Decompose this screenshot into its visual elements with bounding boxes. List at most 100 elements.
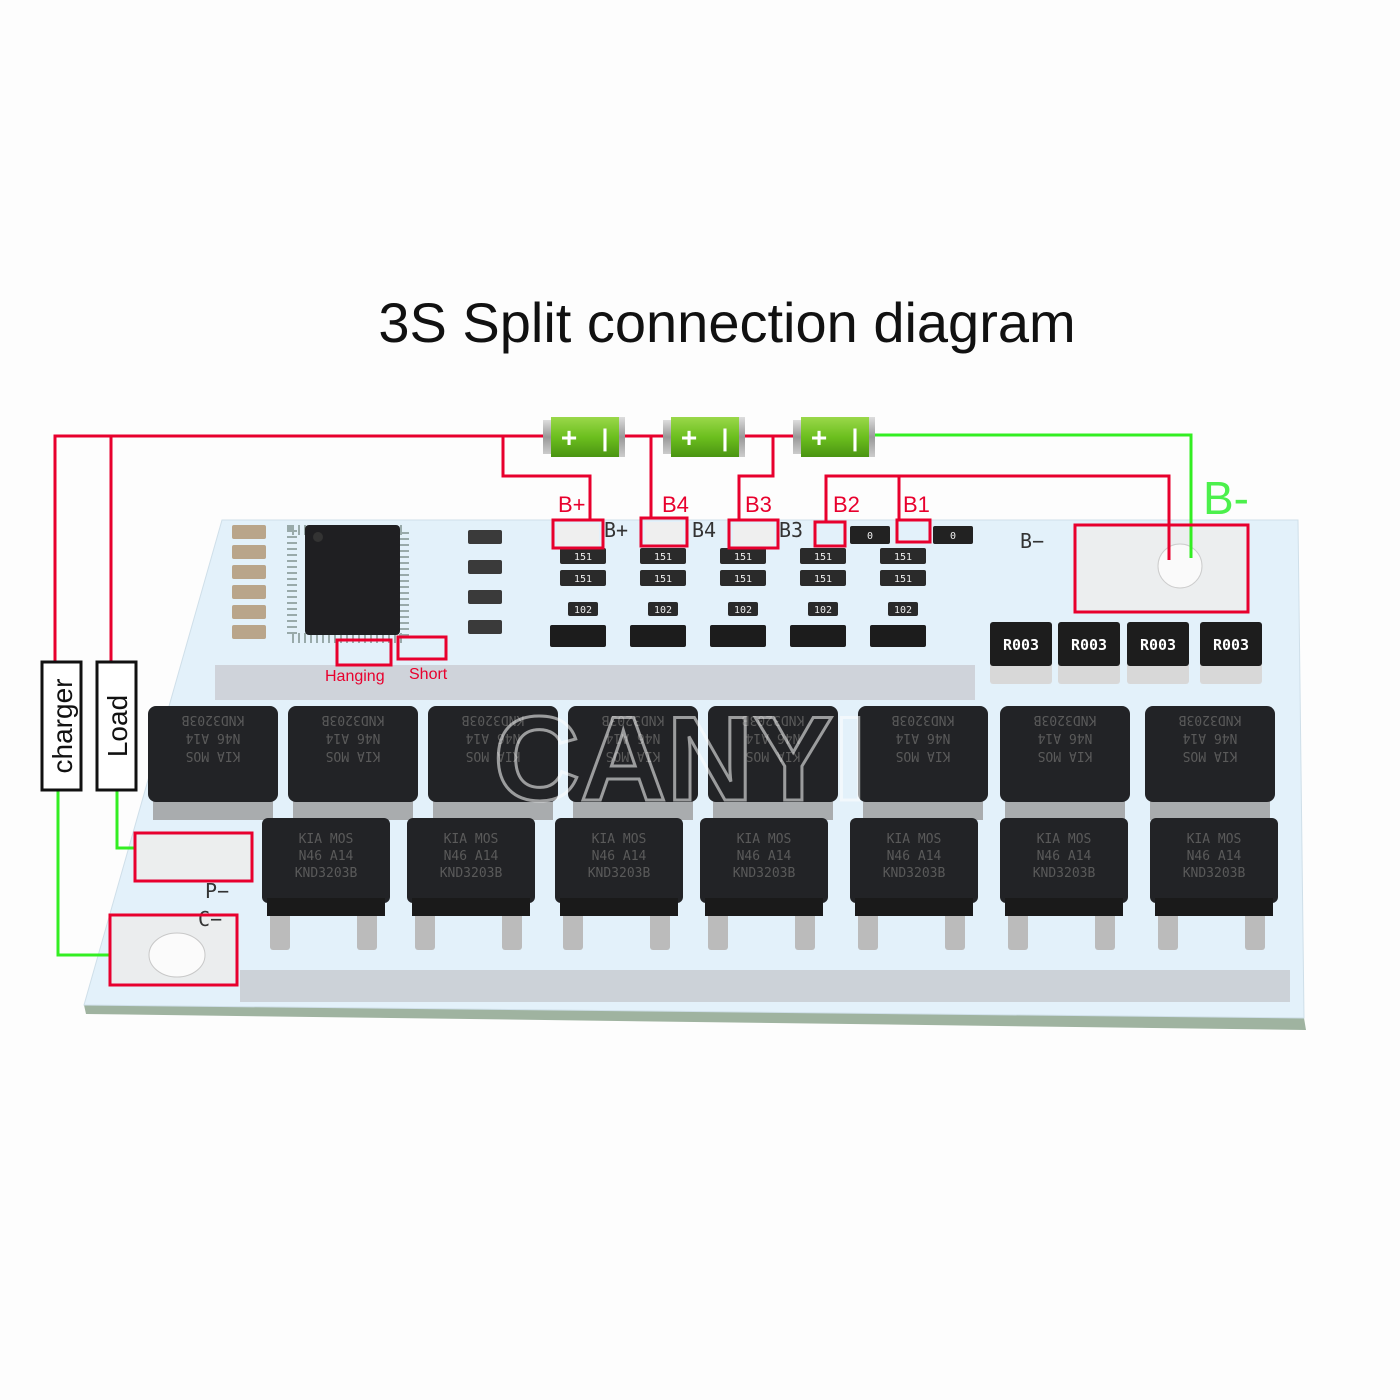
smd-capacitor (232, 545, 266, 559)
mosfet-tab (433, 800, 553, 820)
label-b-minus: B- (1203, 472, 1249, 524)
mosfet-marking: KIA MOS (896, 748, 951, 763)
hanging-box (335, 638, 393, 667)
mosfet-body (288, 706, 418, 802)
label-load: Load (102, 695, 133, 757)
controller-ic (287, 525, 409, 643)
battery-cap (663, 420, 673, 454)
charger-box (40, 660, 83, 792)
battery-body (551, 417, 619, 457)
mosfet-body (568, 706, 698, 802)
mosfet-marking: KND3203B (295, 866, 358, 881)
mosfet-marking: KND3203B (892, 712, 955, 727)
mosfet-marking: KND3203B (883, 866, 946, 881)
wire-load-p-minus (115, 790, 135, 850)
battery-cap (739, 417, 745, 457)
solder-strip (215, 665, 975, 700)
watermark: CANYI (493, 692, 866, 826)
smd-resistor (808, 602, 838, 616)
b1-box (895, 518, 932, 544)
mosfet-body (858, 706, 988, 802)
smd-resistor-label: 102 (734, 605, 752, 616)
zero-ohm-resistor (933, 526, 973, 544)
mosfet-body (407, 818, 535, 903)
balance-resistor (560, 570, 606, 586)
mosfet-marking: KND3203B (1183, 866, 1246, 881)
mosfet-tab (713, 800, 833, 820)
label-b1: B1 (903, 492, 930, 517)
smd-resistor (468, 620, 502, 634)
mosfet-marking: KIA MOS (887, 832, 942, 847)
smd-capacitor (232, 565, 266, 579)
mosfet-marking: KIA MOS (746, 748, 801, 763)
load-box (95, 660, 138, 792)
mosfet-base (267, 898, 385, 916)
battery-cell: +| (543, 417, 625, 457)
balance-resistor-row: 1511511021511511021511511021511511021511… (550, 548, 926, 647)
shunt-resistor (1058, 622, 1120, 666)
silk-p-minus: P− (205, 879, 229, 903)
shunt-label: R003 (1140, 636, 1176, 654)
p-minus-pad (137, 835, 250, 879)
sot-transistor (710, 625, 766, 647)
battery-minus-icon: | (602, 425, 609, 452)
b4-box (639, 516, 689, 548)
balance-resistor (720, 570, 766, 586)
smd-resistor (888, 602, 918, 616)
battery-cap (793, 420, 803, 454)
mosfet-marking: KIA MOS (1038, 748, 1093, 763)
balance-resistor (880, 570, 926, 586)
page-title: 3S Split connection diagram (378, 291, 1075, 354)
label-short: Short (409, 666, 448, 683)
battery-cap (619, 417, 625, 457)
balance-resistor (560, 548, 606, 564)
balance-resistor (640, 548, 686, 564)
mosfet-marking: KIA MOS (1187, 832, 1242, 847)
mosfet-tab (153, 800, 273, 820)
solder-strip (240, 970, 1290, 1002)
mosfet-marking: N46 A14 (299, 849, 354, 864)
smd-resistor (468, 560, 502, 574)
label-b3: B3 (745, 492, 772, 517)
smd-resistor (648, 602, 678, 616)
smd-capacitor (232, 525, 266, 539)
smd-resistor (568, 602, 598, 616)
mosfet-body (262, 818, 390, 903)
mosfet-marking: N46 A14 (465, 730, 520, 745)
balance-resistor-label: 151 (654, 574, 672, 585)
highlight-boxes (108, 516, 1250, 987)
mosfet-marking: KIA MOS (444, 832, 499, 847)
mosfet-body (148, 706, 278, 802)
b-plus-pad (557, 524, 599, 546)
shunt-label: R003 (1003, 636, 1039, 654)
mosfet-base (412, 898, 530, 916)
balance-resistor-label: 151 (574, 574, 592, 585)
wire-charger-c-minus (56, 790, 110, 957)
mosfet-marking: N46 A14 (185, 730, 240, 745)
silk-b4: B4 (692, 518, 716, 542)
b-minus-box (1073, 523, 1250, 614)
mosfet-marking: KND3203B (1033, 866, 1096, 881)
wire-b-plus (501, 436, 592, 520)
mosfet-body (555, 818, 683, 903)
zero-ohm-label: 0 (950, 531, 956, 542)
shunt-resistor (1127, 622, 1189, 666)
mosfet-marking: N46 A14 (1187, 849, 1242, 864)
battery-cap (869, 417, 875, 457)
mosfet-marking: N46 A14 (444, 849, 499, 864)
mosfet-tab (573, 800, 693, 820)
p-minus-box (133, 831, 254, 883)
mosfet-marking: KND3203B (733, 866, 796, 881)
battery-string: +|+|+| (543, 417, 875, 457)
silk-b-plus: B+ (604, 518, 628, 542)
mosfet-marking: KIA MOS (299, 832, 354, 847)
label-hanging: Hanging (325, 668, 385, 685)
balance-resistor-label: 151 (894, 574, 912, 585)
balance-resistor-label: 151 (734, 552, 752, 563)
